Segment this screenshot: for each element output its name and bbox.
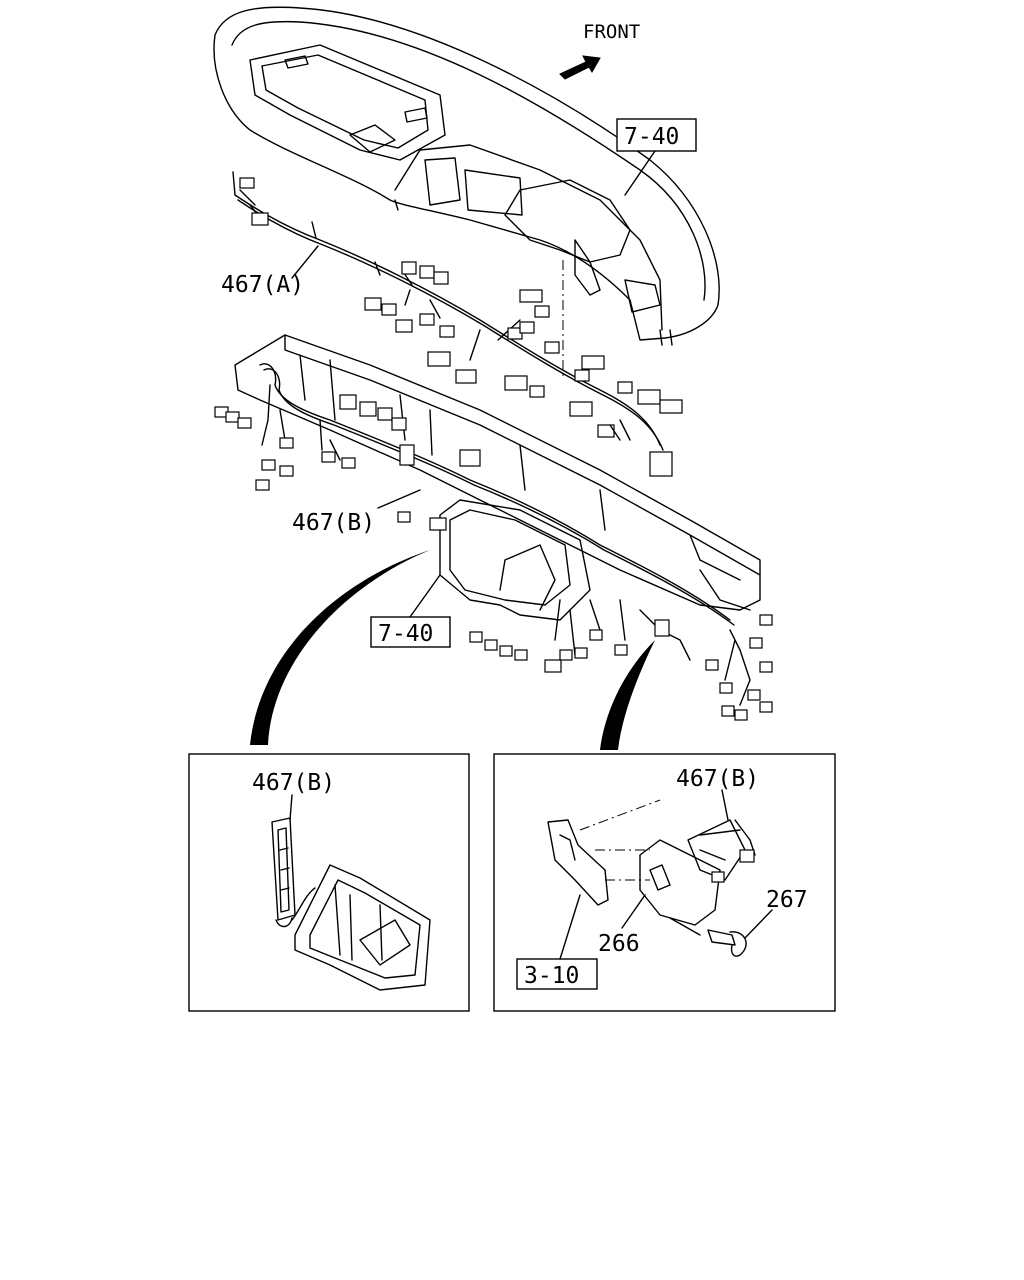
ref-box-mid: 7-40: [370, 574, 451, 648]
ref-box-top: 7-40: [616, 118, 697, 196]
harness-b-leader: [377, 489, 421, 509]
harness-b-label: 467(B): [292, 510, 375, 536]
front-arrow-icon: [559, 55, 601, 80]
callout-curve-left: [250, 550, 430, 745]
bracket-label: 266: [598, 931, 640, 957]
detail-panel-right: 467(B) 267 266 3-10: [493, 753, 836, 1012]
harness-a-leader: [291, 245, 319, 279]
ref-label-top: 7-40: [624, 124, 679, 150]
detail-panel-left: 467(B): [188, 753, 470, 1012]
detail-right-label: 467(B): [676, 766, 759, 792]
front-label: FRONT: [583, 21, 640, 43]
ref-label-mid: 7-40: [378, 621, 433, 647]
bolt-label: 267: [766, 887, 808, 913]
harness-b: [214, 363, 773, 721]
ref-label-bottom: 3-10: [524, 963, 579, 989]
cross-beam: [234, 334, 761, 661]
callout-curve-right: [600, 640, 655, 750]
instrument-panel: [213, 6, 720, 346]
harness-a: [232, 171, 683, 477]
detail-left-label: 467(B): [252, 770, 335, 796]
harness-a-label: 467(A): [221, 272, 304, 298]
